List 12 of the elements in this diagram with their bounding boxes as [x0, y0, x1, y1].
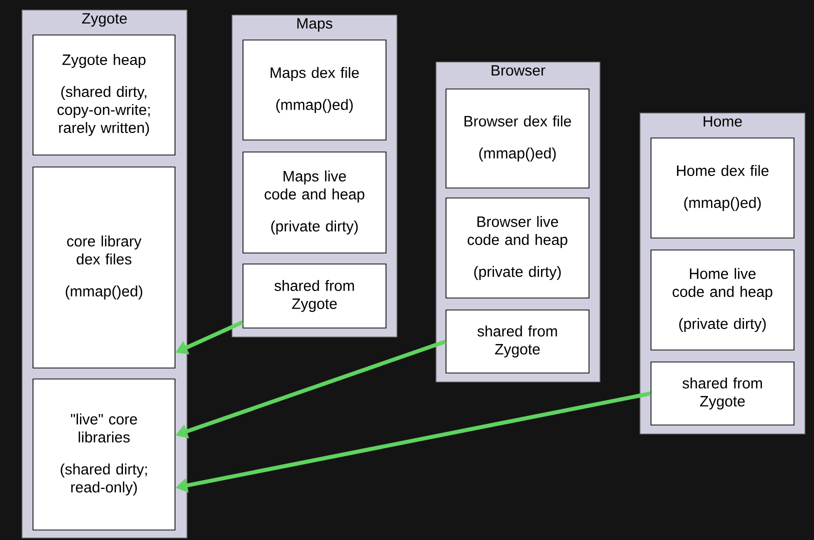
- memory-box: shared from Zygote: [446, 310, 590, 374]
- memory-box: core library dex files (mmap()ed): [32, 166, 176, 368]
- memory-box: Maps dex file (mmap()ed): [242, 40, 386, 140]
- memory-box: Home dex file (mmap()ed): [650, 138, 794, 238]
- memory-box: Zygote heap (shared dirty, copy-on-write; rarely written): [32, 34, 176, 156]
- memory-box: Browser dex file (mmap()ed): [446, 88, 590, 188]
- memory-box: Maps live code and heap (private dirty): [242, 152, 386, 254]
- memory-box: shared from Zygote: [650, 362, 794, 426]
- memory-box: "live" core libraries (shared dirty; read-only): [32, 378, 176, 530]
- memory-box: shared from Zygote: [242, 264, 386, 328]
- memory-box: Home live code and heap (private dirty): [650, 250, 794, 350]
- memory-box: Browser live code and heap (private dirty): [446, 198, 590, 298]
